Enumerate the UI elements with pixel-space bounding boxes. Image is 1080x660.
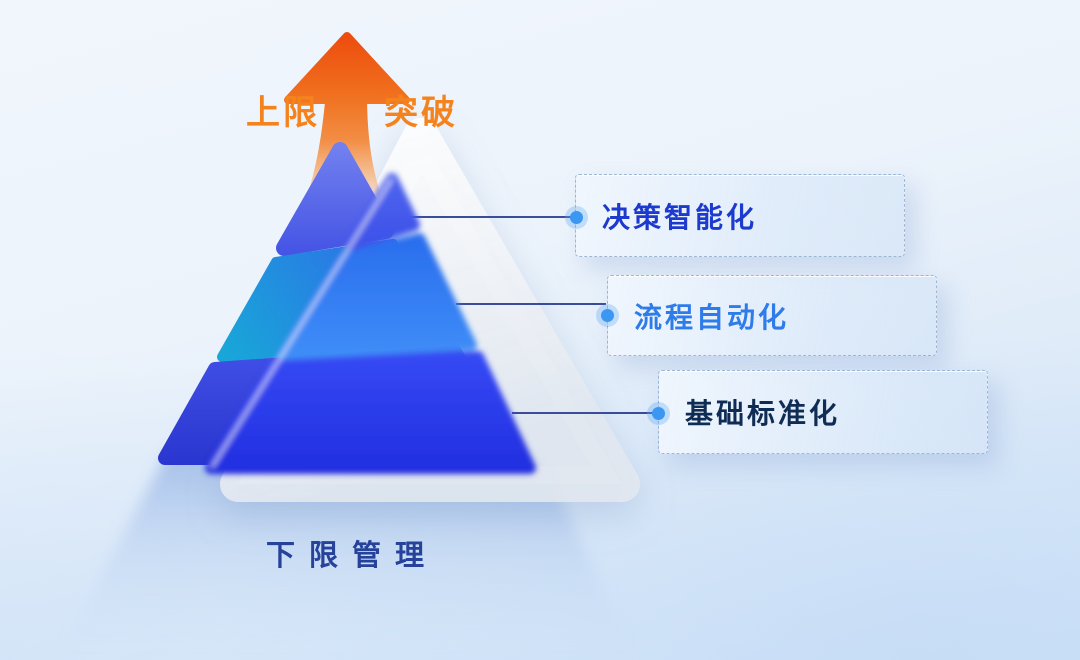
- upper-limit-label: 上限: [246, 94, 320, 132]
- level-label: 流程自动化: [634, 301, 790, 333]
- lower-limit-label: 下限管理: [266, 540, 439, 572]
- level-label: 基础标准化: [685, 398, 841, 429]
- connector-dot-1: [570, 211, 583, 224]
- level-card-decision-intelligence: 决策智能化: [575, 174, 905, 257]
- connector-dot-2: [601, 309, 614, 322]
- connector-dot-3: [652, 407, 665, 420]
- front-pyramid-edge-highlight: [210, 178, 394, 468]
- breakthrough-label: 突破: [384, 94, 458, 132]
- connector-lines: [404, 216, 658, 414]
- level-card-process-automation: 流程自动化: [607, 275, 937, 356]
- pyramid-reflection: [56, 452, 636, 660]
- level-label: 决策智能化: [602, 201, 758, 233]
- level-card-basic-standardization: 基础标准化: [658, 370, 988, 454]
- front-pyramid: [205, 173, 536, 474]
- arrow-head: [284, 32, 410, 104]
